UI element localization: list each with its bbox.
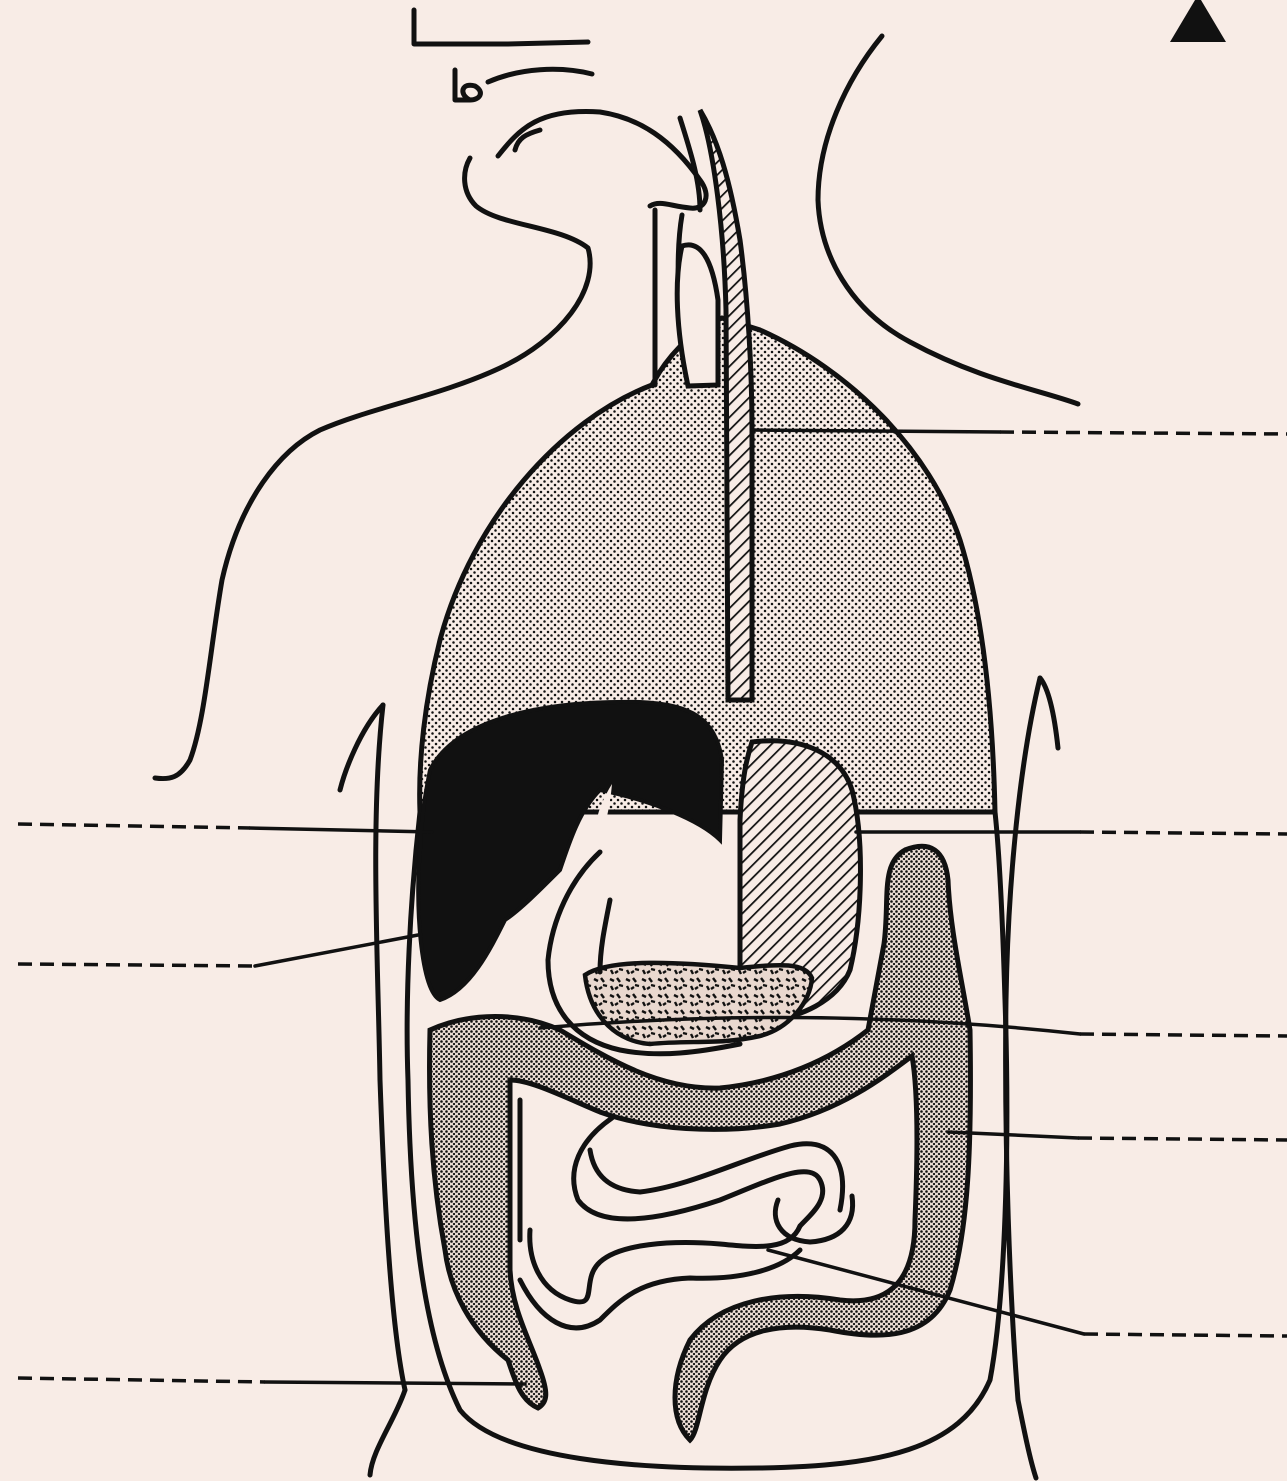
mouth-outline bbox=[414, 10, 706, 208]
label-line-stomach bbox=[856, 832, 1287, 834]
label-line-large-intestine bbox=[948, 1132, 1287, 1140]
small-intestine bbox=[520, 1100, 853, 1328]
trachea bbox=[655, 210, 718, 386]
label-line-gall-bladder bbox=[18, 935, 418, 966]
corner-triangle-icon bbox=[1170, 0, 1226, 42]
pancreas bbox=[585, 963, 812, 1044]
label-line-liver bbox=[18, 824, 432, 832]
large-intestine bbox=[430, 846, 971, 1440]
liver bbox=[418, 702, 722, 1000]
